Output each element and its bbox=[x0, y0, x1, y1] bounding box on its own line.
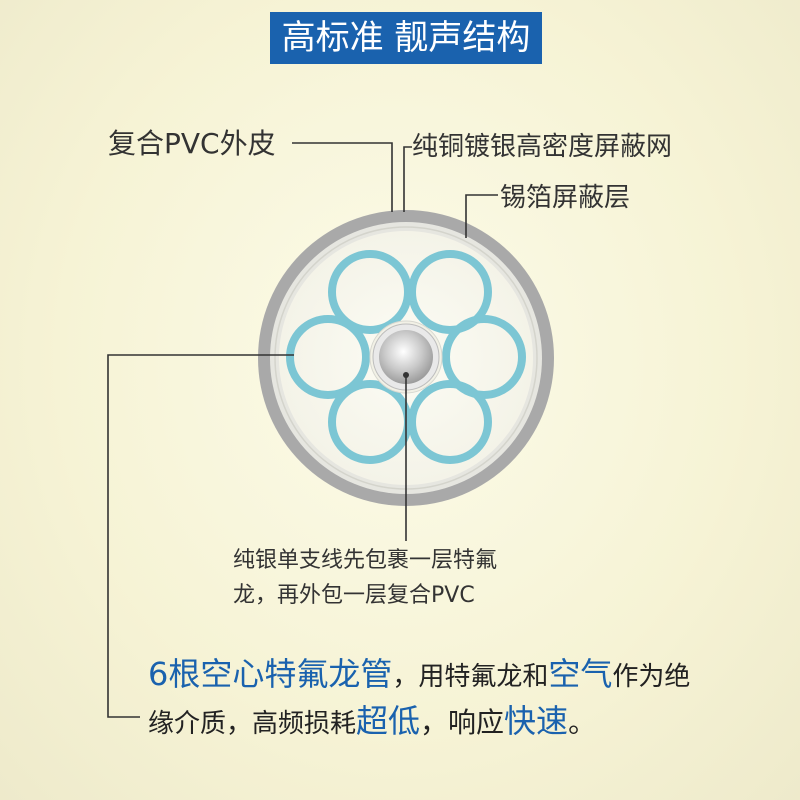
label-foil-shield: 锡箔屏蔽层 bbox=[500, 183, 631, 213]
leader-teflon-tubes bbox=[107, 354, 294, 718]
leader-foil-shield bbox=[465, 194, 498, 238]
label-copper-shield: 纯铜镀银高密度屏蔽网 bbox=[412, 132, 673, 162]
title-banner: 高标准 靓声结构 bbox=[270, 12, 542, 64]
desc-text-1: ，用特氟龙和 bbox=[392, 662, 549, 692]
teflon-tube bbox=[408, 380, 492, 464]
desc-text-3: ，响应 bbox=[420, 706, 505, 739]
teflon-tube bbox=[286, 315, 370, 399]
leader-copper-shield bbox=[403, 146, 412, 212]
leader-outer-jacket bbox=[292, 142, 393, 212]
label-center-core-line2: 龙，再外包一层复合PVC bbox=[233, 583, 475, 608]
description: 6根空心特氟龙管，用特氟龙和空气作为绝缘介质，高频损耗超低，响应快速。 bbox=[148, 652, 708, 746]
teflon-tube bbox=[408, 250, 492, 334]
desc-highlight-tubes: 6根空心特氟龙管 bbox=[148, 655, 393, 693]
desc-highlight-air: 空气 bbox=[548, 655, 613, 693]
label-center-core: 纯银单支线先包裹一层特氟 龙，再外包一层复合PVC bbox=[233, 543, 593, 613]
desc-text-2: 作为绝缘介质，高频损耗 bbox=[148, 662, 691, 739]
leader-dot bbox=[403, 372, 409, 378]
teflon-tube bbox=[442, 315, 526, 399]
desc-highlight-low: 超低 bbox=[356, 702, 421, 740]
desc-highlight-fast: 快速 bbox=[504, 702, 569, 740]
silver-core bbox=[379, 330, 433, 384]
label-center-core-line1: 纯银单支线先包裹一层特氟 bbox=[233, 548, 498, 573]
desc-text-4: 。 bbox=[568, 706, 597, 739]
label-outer-jacket: 复合PVC外皮 bbox=[108, 127, 276, 160]
